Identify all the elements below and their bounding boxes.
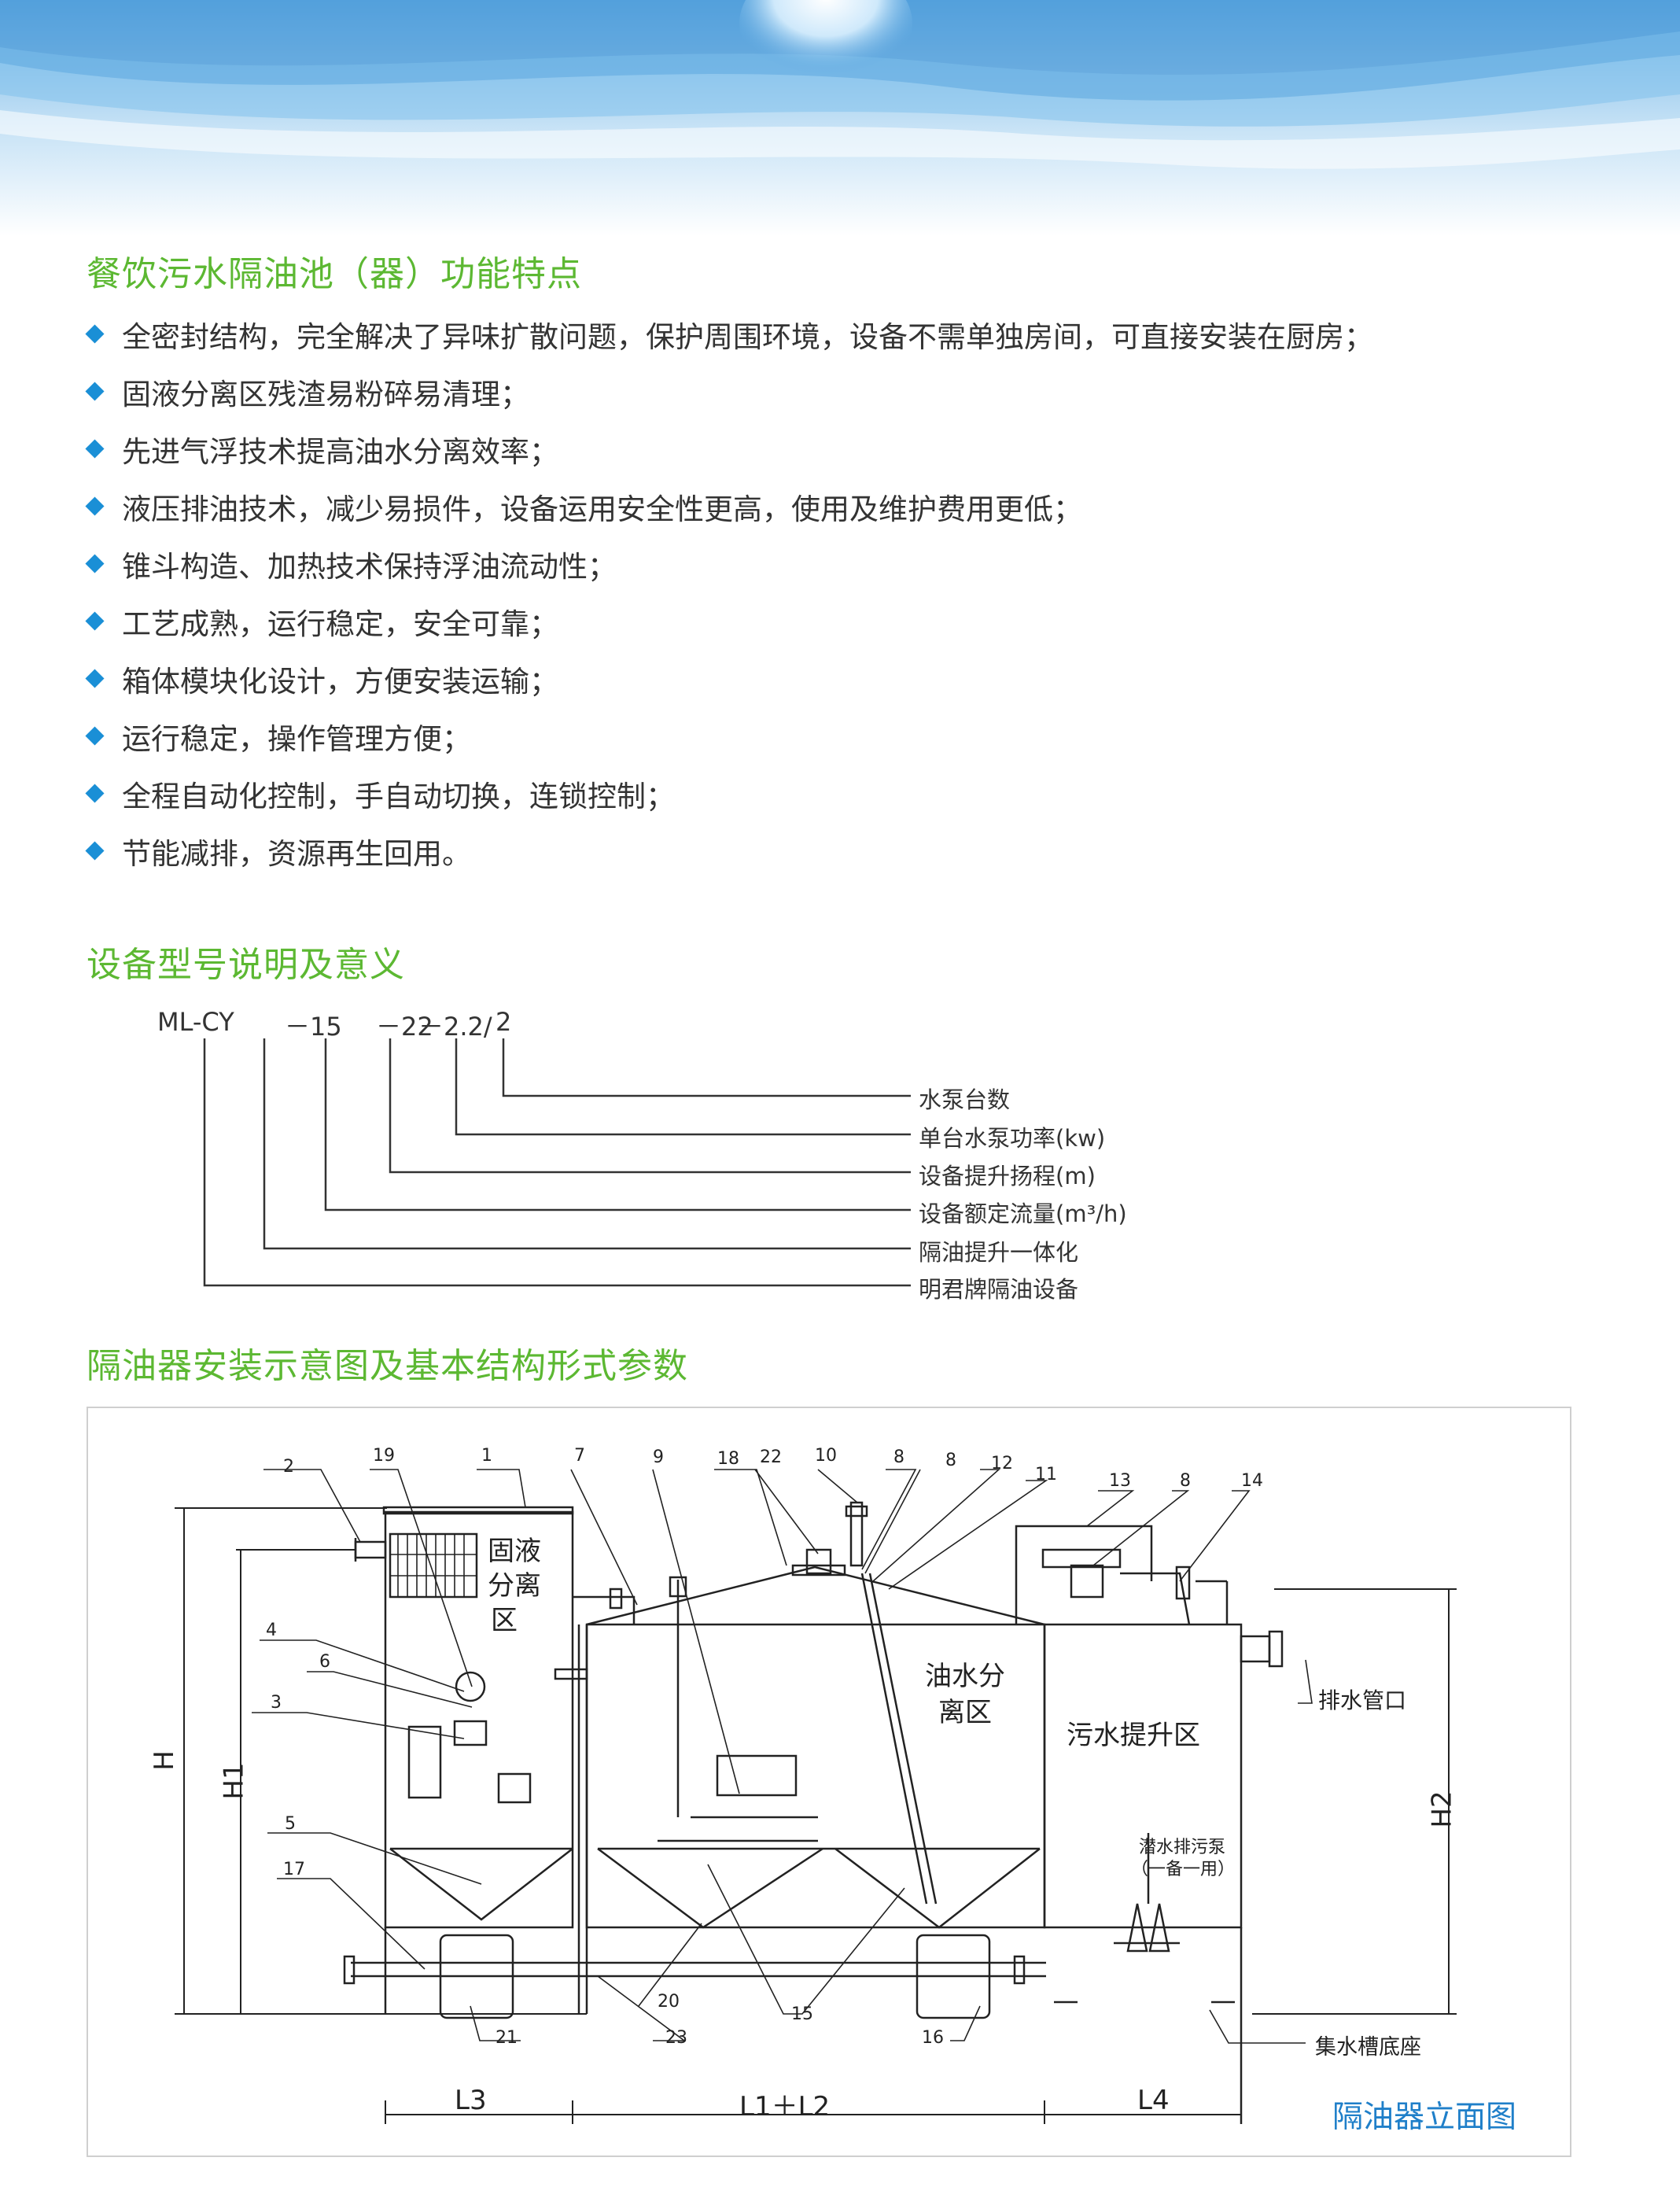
callout-number: 19	[373, 1446, 395, 1466]
list-item: 先进气浮技术提高油水分离效率；	[85, 420, 1373, 478]
callout-number: 22	[760, 1447, 782, 1467]
list-item: 节能减排，资源再生回用。	[85, 822, 1373, 880]
callout-number: 8	[893, 1447, 904, 1467]
features-list: 全密封结构，完全解决了异味扩散问题，保护周围环境，设备不需单独房间，可直接安装在…	[85, 305, 1373, 880]
model-head: －22	[376, 1012, 433, 1042]
list-item: 锥斗构造、加热技术保持浮油流动性；	[85, 535, 1373, 592]
base-label: 集水槽底座	[1315, 2035, 1421, 2060]
model-title: 设备型号说明及意义	[87, 945, 405, 985]
model-power: －2.2/	[418, 1012, 492, 1042]
callout-number: 3	[271, 1693, 282, 1713]
list-item: 全密封结构，完全解决了异味扩散问题，保护周围环境，设备不需单独房间，可直接安装在…	[85, 305, 1373, 363]
callout-number: 8	[945, 1451, 956, 1470]
callout-number: 8	[1180, 1471, 1191, 1491]
list-item: 全程自动化控制，手自动切换，连锁控制；	[85, 765, 1373, 822]
callout-number: 2	[283, 1457, 294, 1477]
dim-H: H	[148, 1750, 180, 1771]
callout-number: 20	[658, 1992, 680, 2012]
list-item: 运行稳定，操作管理方便；	[85, 707, 1373, 765]
pump-standby-label: （一备一用）	[1131, 1860, 1236, 1879]
diagram-title: 隔油器安装示意图及基本结构形式参数	[87, 1346, 688, 1386]
callout-number: 15	[791, 2004, 813, 2024]
callout-number: 5	[285, 1814, 296, 1834]
model-prefix: ML-CY	[157, 1007, 234, 1037]
callout-number: 13	[1109, 1471, 1131, 1491]
model-count: 2	[496, 1007, 512, 1037]
model-label-flow: 设备额定流量(m³/h)	[919, 1200, 1127, 1227]
list-item: 液压排油技术，减少易损件，设备运用安全性更高，使用及维护费用更低；	[85, 478, 1373, 535]
model-label-pump-power: 单台水泵功率(kw)	[919, 1125, 1106, 1152]
callout-number: 6	[319, 1652, 330, 1672]
callout-number: 11	[1035, 1465, 1057, 1484]
list-item: 固液分离区残渣易粉碎易清理；	[85, 363, 1373, 420]
dim-L1-L2: L1＋L2	[739, 2091, 831, 2122]
callout-number: 21	[496, 2028, 518, 2048]
model-label-integration: 隔油提升一体化	[919, 1239, 1079, 1266]
model-flow: －15	[285, 1012, 342, 1042]
zone-sewage-lift: 污水提升区	[1067, 1720, 1200, 1751]
header-water-wave	[0, 0, 1680, 236]
callout-number: 17	[283, 1860, 305, 1879]
callout-number: 14	[1241, 1471, 1263, 1491]
callout-number: 16	[922, 2028, 944, 2048]
callout-number: 23	[665, 2028, 687, 2048]
callout-number: 9	[653, 1447, 664, 1467]
dim-L4: L4	[1137, 2085, 1170, 2116]
callout-number: 18	[717, 1449, 739, 1469]
callout-number: 12	[991, 1454, 1013, 1473]
model-label-pump-count: 水泵台数	[919, 1086, 1011, 1113]
callout-number: 4	[266, 1621, 277, 1640]
diagram-frame	[87, 1407, 1571, 2157]
callout-number: 7	[574, 1446, 585, 1466]
list-item: 箱体模块化设计，方便安装运输；	[85, 650, 1373, 707]
dim-L3: L3	[455, 2085, 487, 2116]
zone-oil-water-separation: 油水分 离区	[925, 1661, 1005, 1728]
features-title: 餐饮污水隔油池（器）功能特点	[87, 254, 582, 294]
model-label-head: 设备提升扬程(m)	[919, 1163, 1096, 1189]
callout-number: 10	[815, 1446, 837, 1466]
zone-solid-separation: 固液 分离 区	[488, 1536, 541, 1636]
list-item: 工艺成熟，运行稳定，安全可靠；	[85, 592, 1373, 650]
diagram-caption: 隔油器立面图	[1332, 2100, 1517, 2135]
outlet-label: 排水管口	[1318, 1687, 1407, 1713]
dim-H1: H1	[218, 1762, 250, 1800]
model-label-brand: 明君牌隔油设备	[919, 1276, 1079, 1303]
dim-H2: H2	[1426, 1790, 1458, 1828]
callout-number: 1	[481, 1446, 492, 1466]
model-leader-lines	[203, 1038, 911, 1287]
pump-label: 潜水排污泵	[1139, 1838, 1226, 1857]
